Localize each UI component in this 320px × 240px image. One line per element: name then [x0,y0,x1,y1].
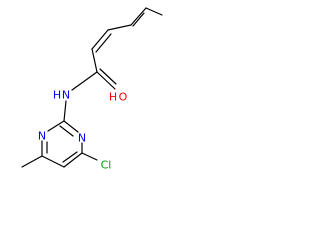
bond-c2-n3 [63,120,79,133]
bond-c4-c5 [63,152,83,168]
ring-nitrogen-3-label: N [78,132,86,145]
bond-c1-o [96,71,116,90]
bond-c5-c4 [130,7,147,26]
amide-group [71,68,117,91]
pyrimidine-ring [21,100,98,168]
bond-c4-c3 [107,24,132,31]
chlorine-label: Cl [101,159,112,172]
dienyl-chain [91,7,163,73]
bond-n-c2 [63,100,67,122]
structure-diagram: O H N H N N Cl [21,7,163,172]
bond-c5-c4-inner [132,12,145,27]
bond-c6-c5 [145,7,163,16]
bond-c1-o-inner [99,68,117,85]
oxygen-label: O [119,91,128,104]
ring-nitrogen-1-label: N [38,130,46,143]
bond-c4-cl [81,152,98,161]
hydroxyl-h-label: H [109,91,117,104]
bond-c3-c2 [91,29,109,50]
bond-c5-c6 [41,155,65,168]
bond-c2-c1 [91,48,98,73]
bond-c6-methyl [21,155,43,168]
bond-c2-n3-inner [59,125,74,137]
bond-c1-n [71,71,98,91]
bond-c4-c5-inner [62,151,78,163]
amide-nitrogen-label: N [62,89,70,102]
bond-c3-c2-inner [95,33,112,53]
bond-n1-c2 [47,120,65,132]
amide-h-label: H [53,89,61,102]
